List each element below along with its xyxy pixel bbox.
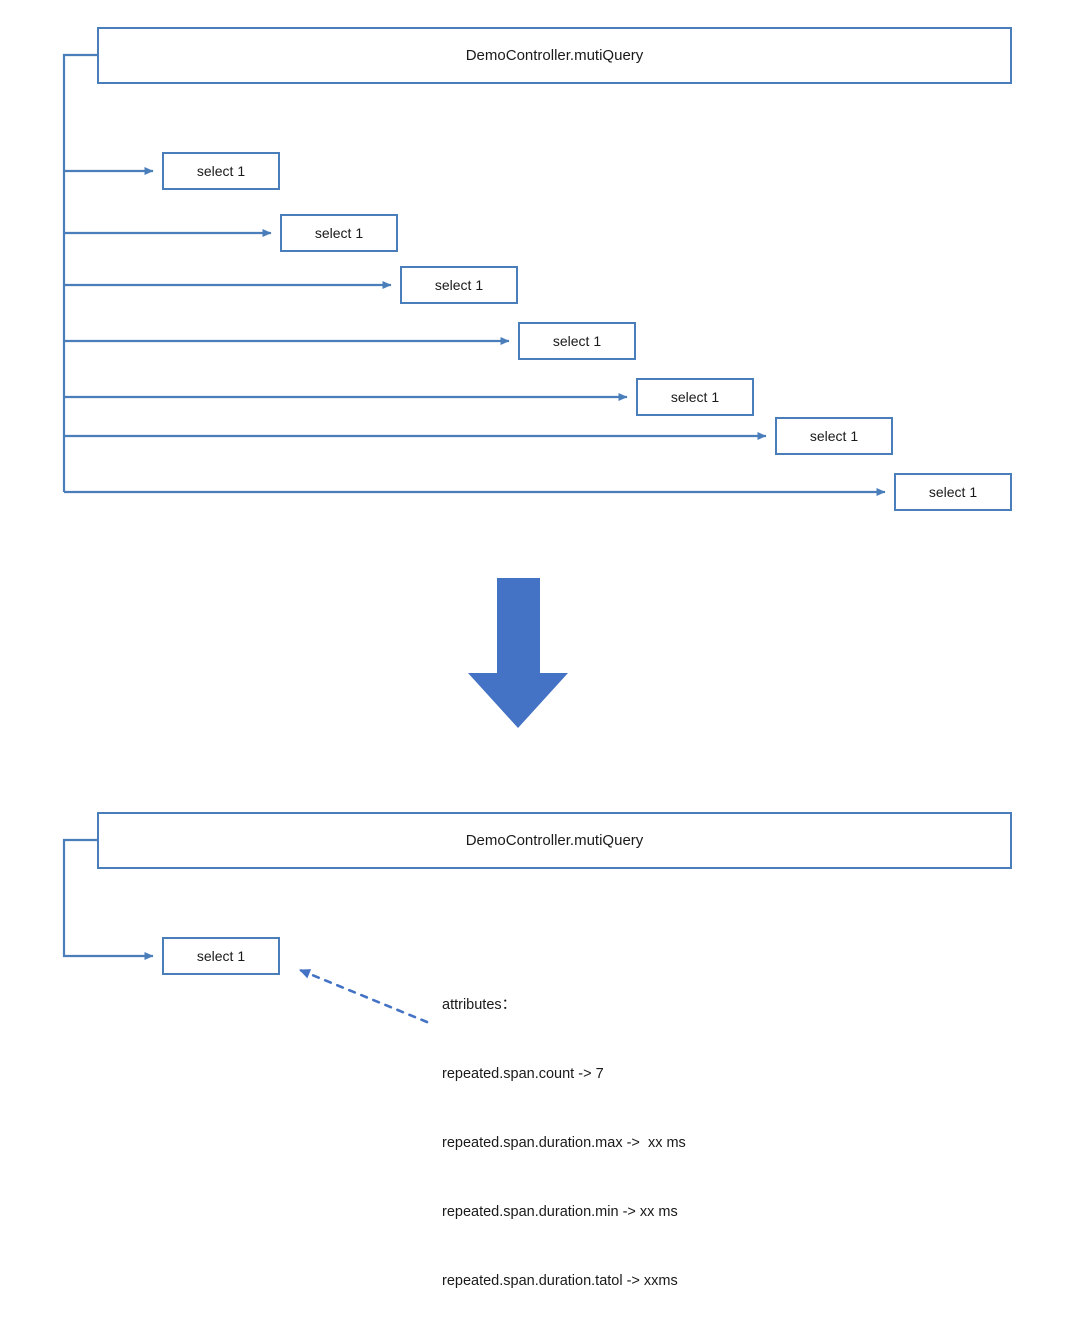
before-child-node-7[interactable]: select 1 <box>894 473 1012 511</box>
down-arrow-icon <box>468 578 568 728</box>
before-child-node-3[interactable]: select 1 <box>400 266 518 304</box>
before-child-node-4[interactable]: select 1 <box>518 322 636 360</box>
before-child-label-6: select 1 <box>809 428 859 444</box>
attribute-line-4: repeated.span.duration.tatol -> xxms <box>442 1273 678 1289</box>
before-child-label-7: select 1 <box>928 484 978 500</box>
attributes-annotation: attributes： repeated.span.count -> 7 rep… <box>442 948 686 1339</box>
after-tree-connectors <box>62 838 154 960</box>
attribute-line-1: repeated.span.count -> 7 <box>442 1066 604 1082</box>
before-child-node-6[interactable]: select 1 <box>775 417 893 455</box>
before-child-node-2[interactable]: select 1 <box>280 214 398 252</box>
diagram-canvas: DemoController.mutiQuery select 1 select… <box>62 27 1012 1289</box>
attribute-line-2: repeated.span.duration.max -> xx ms <box>442 1135 686 1151</box>
after-trunk-branch <box>62 838 154 960</box>
before-child-label-3: select 1 <box>434 277 484 293</box>
attributes-heading: attributes： <box>442 997 517 1013</box>
connector-layer <box>62 53 886 1024</box>
before-root-node[interactable]: DemoController.mutiQuery <box>97 27 1012 84</box>
tree-trunk <box>62 53 97 492</box>
before-child-label-4: select 1 <box>552 333 602 349</box>
after-child-label-1: select 1 <box>196 948 246 964</box>
before-child-label-2: select 1 <box>314 225 364 241</box>
before-child-label-1: select 1 <box>196 163 246 179</box>
before-child-label-5: select 1 <box>670 389 720 405</box>
annotation-arrow <box>298 968 429 1024</box>
after-root-node[interactable]: DemoController.mutiQuery <box>97 812 1012 869</box>
before-child-node-1[interactable]: select 1 <box>162 152 280 190</box>
before-root-label: DemoController.mutiQuery <box>465 47 644 64</box>
after-root-label: DemoController.mutiQuery <box>465 832 644 849</box>
attribute-line-3: repeated.span.duration.min -> xx ms <box>442 1204 678 1220</box>
after-child-node-1[interactable]: select 1 <box>162 937 280 975</box>
before-tree-connectors <box>62 53 886 496</box>
before-child-node-5[interactable]: select 1 <box>636 378 754 416</box>
